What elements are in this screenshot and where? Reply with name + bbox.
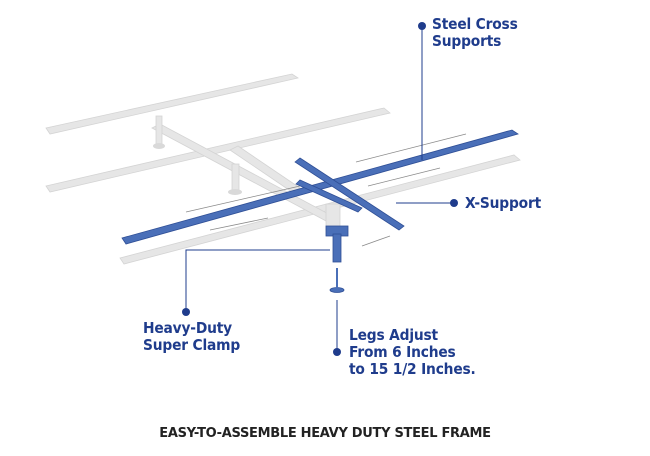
callout-x-support: X-Support bbox=[465, 195, 541, 212]
x-support-bar-a bbox=[294, 157, 405, 231]
callout-text: X-Support bbox=[465, 194, 542, 212]
x-support-bar-b bbox=[295, 179, 363, 213]
callout-steel-cross-supports: Steel Cross Supports bbox=[432, 16, 518, 50]
gray-rail-back bbox=[45, 73, 299, 135]
gray-leg bbox=[231, 163, 240, 191]
gray-leg-feet bbox=[153, 143, 242, 195]
dot-steel-cross-supports bbox=[418, 22, 426, 30]
callout-leaders bbox=[185, 26, 454, 350]
dimension-lines bbox=[185, 133, 467, 247]
callout-dots bbox=[182, 22, 458, 356]
dot-legs-adjust bbox=[333, 348, 341, 356]
dot-x-support bbox=[450, 199, 458, 207]
gray-rail-middle bbox=[45, 107, 391, 193]
callout-text: Supports bbox=[432, 32, 502, 50]
clamp-post bbox=[332, 233, 342, 263]
callout-text: From 6 Inches bbox=[349, 343, 456, 361]
blue-steel bbox=[121, 129, 519, 293]
dot-heavy-duty-clamp bbox=[182, 308, 190, 316]
gray-leg bbox=[155, 115, 163, 145]
leg-foot bbox=[329, 287, 345, 293]
callout-text: Steel Cross bbox=[432, 15, 518, 33]
gray-foot bbox=[228, 189, 242, 195]
gray-foot bbox=[153, 143, 165, 149]
callout-text: Legs Adjust bbox=[349, 326, 438, 344]
callout-text: Heavy-Duty bbox=[143, 319, 232, 337]
steel-cross-rail bbox=[121, 129, 519, 245]
callout-legs-adjust: Legs Adjust From 6 Inches to 15 1/2 Inch… bbox=[349, 327, 476, 378]
diagram-caption: EASY-TO-ASSEMBLE HEAVY DUTY STEEL FRAME bbox=[159, 426, 491, 441]
callout-text: to 15 1/2 Inches. bbox=[349, 360, 476, 378]
callout-text: Super Clamp bbox=[143, 336, 241, 354]
gray-frame bbox=[45, 73, 521, 265]
leader-heavy-duty-clamp bbox=[185, 249, 330, 310]
gray-cross-bar bbox=[229, 145, 301, 193]
callout-heavy-duty-clamp: Heavy-Duty Super Clamp bbox=[143, 320, 240, 354]
